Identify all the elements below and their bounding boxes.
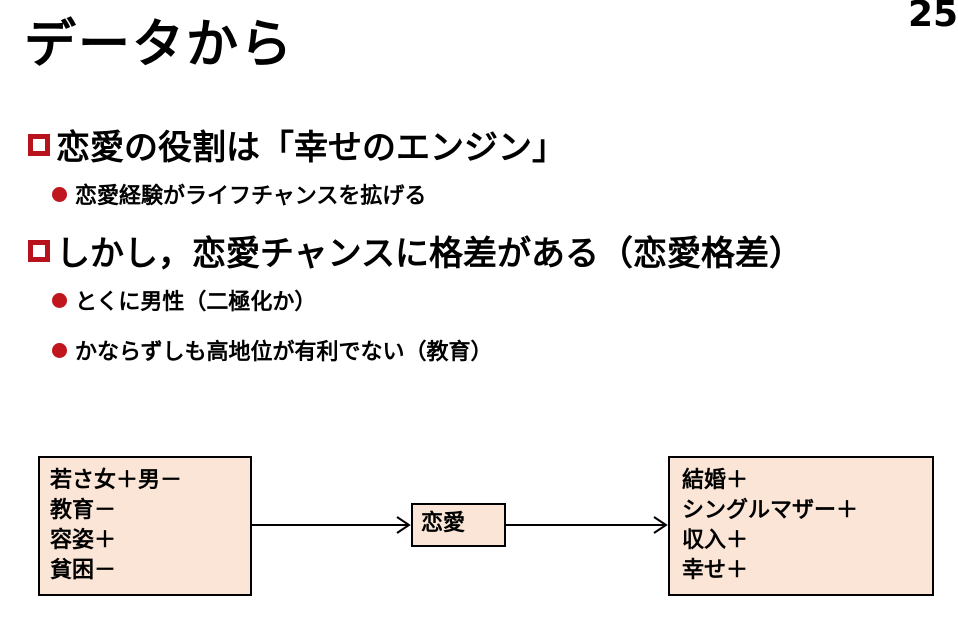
arrow-middle-to-right	[506, 516, 668, 534]
romance-box: 恋愛	[411, 503, 506, 547]
heading-romance-role: 恋愛の役割は「幸せのエンジン」	[28, 120, 566, 169]
outcome-item: 幸せ＋	[682, 558, 749, 583]
heading-text: しかし，恋愛チャンスに格差がある（恋愛格差）	[56, 234, 803, 274]
bullet-text: 恋愛経験がライフチャンスを拡げる	[75, 184, 427, 209]
bullet-text: とくに男性（二極化か）	[75, 290, 317, 315]
outcome-item: 収入＋	[682, 528, 749, 553]
page-number: 25	[908, 0, 958, 35]
bullet-dot-icon	[52, 186, 67, 202]
heading-romance-gap: しかし，恋愛チャンスに格差がある（恋愛格差）	[28, 226, 803, 275]
bullet-text: かならずしも高地位が有利でない（教育）	[75, 340, 493, 365]
arrow-left-to-middle	[252, 516, 411, 534]
square-bullet-icon	[28, 133, 50, 156]
bullet-dot-icon	[52, 342, 67, 358]
factor-item: 容姿＋	[50, 528, 117, 553]
bullet-item: かならずしも高地位が有利でない（教育）	[52, 334, 493, 366]
outcomes-box: 結婚＋ シングルマザー＋ 収入＋ 幸せ＋	[668, 456, 934, 596]
bullet-item: とくに男性（二極化か）	[52, 284, 316, 316]
factor-item: 教育－	[50, 498, 117, 523]
heading-text: 恋愛の役割は「幸せのエンジン」	[56, 128, 566, 168]
factor-item: 若さ女＋男－	[50, 468, 183, 493]
outcome-item: 結婚＋	[682, 468, 749, 493]
square-bullet-icon	[28, 239, 50, 262]
outcome-item: シングルマザー＋	[682, 498, 859, 523]
factor-item: 貧困－	[50, 558, 117, 583]
romance-label: 恋愛	[421, 511, 466, 536]
bullet-item: 恋愛経験がライフチャンスを拡げる	[52, 178, 426, 210]
factors-box: 若さ女＋男－ 教育－ 容姿＋ 貧困－	[38, 456, 252, 596]
bullet-dot-icon	[52, 292, 67, 308]
slide-title: データから	[24, 15, 295, 75]
